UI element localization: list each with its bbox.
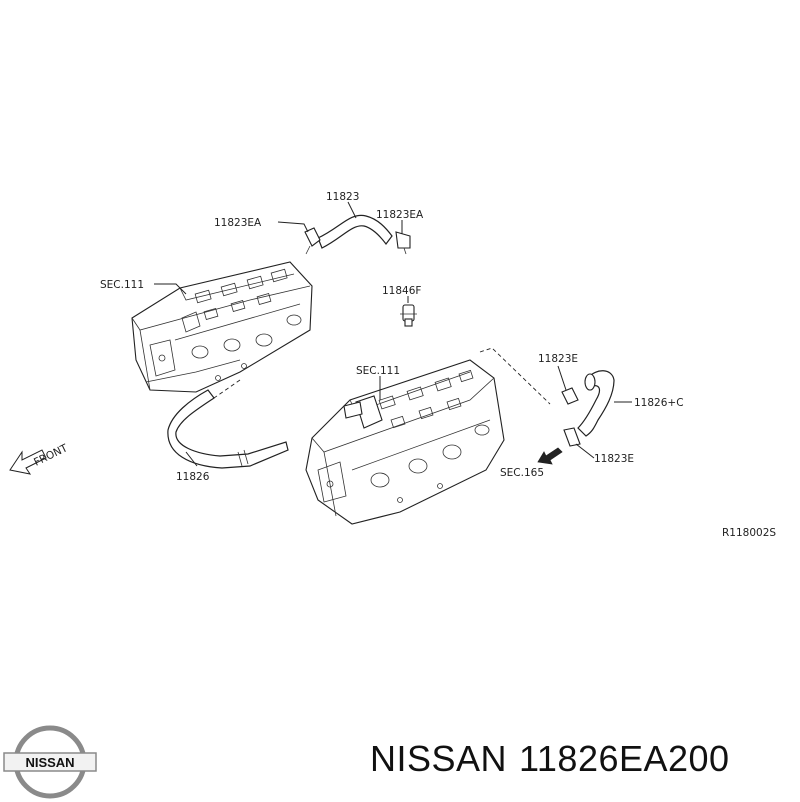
callout-11823: 11823 — [326, 191, 359, 203]
hose-11826 — [167, 389, 289, 469]
callout-11823ea-left: 11823EA — [214, 217, 262, 229]
callout-sec111-right: SEC.111 — [356, 365, 400, 377]
part-caption: NISSAN 11826EA200 — [370, 738, 730, 780]
clamp-11823ea-right — [395, 231, 411, 255]
logo-text: NISSAN — [25, 755, 74, 770]
callout-front: FRONT — [32, 442, 70, 469]
clamp-11823e-top — [561, 387, 579, 405]
callout-11823ea-right: 11823EA — [376, 209, 424, 221]
dash-line-right — [479, 347, 551, 405]
caption-part-number: 11826EA200 — [519, 738, 730, 779]
callout-sec111-left: SEC.111 — [100, 279, 144, 291]
front-arrow-icon — [9, 449, 47, 475]
leader-lines — [154, 201, 632, 467]
clamp-11823e-bottom — [563, 427, 581, 447]
cylinder-head-left — [131, 261, 313, 393]
callout-11846f: 11846F — [382, 285, 421, 297]
callout-11823e-bottom: 11823E — [594, 453, 634, 465]
clamp-11823ea-left — [304, 227, 321, 255]
figure-code: R118002S — [722, 527, 776, 539]
sec165-arrow-icon — [537, 447, 563, 465]
hose-11826c — [577, 370, 615, 437]
pcv-valve-11846f — [400, 304, 417, 327]
nissan-logo: NISSAN — [3, 725, 97, 799]
callout-11826c: 11826+C — [634, 397, 684, 409]
callout-sec165: SEC.165 — [500, 467, 544, 479]
caption-brand: NISSAN — [370, 738, 508, 779]
cylinder-head-right — [305, 359, 505, 525]
callout-11823e-top: 11823E — [538, 353, 578, 365]
dash-line-left — [213, 379, 241, 399]
callout-11826: 11826 — [176, 471, 210, 483]
